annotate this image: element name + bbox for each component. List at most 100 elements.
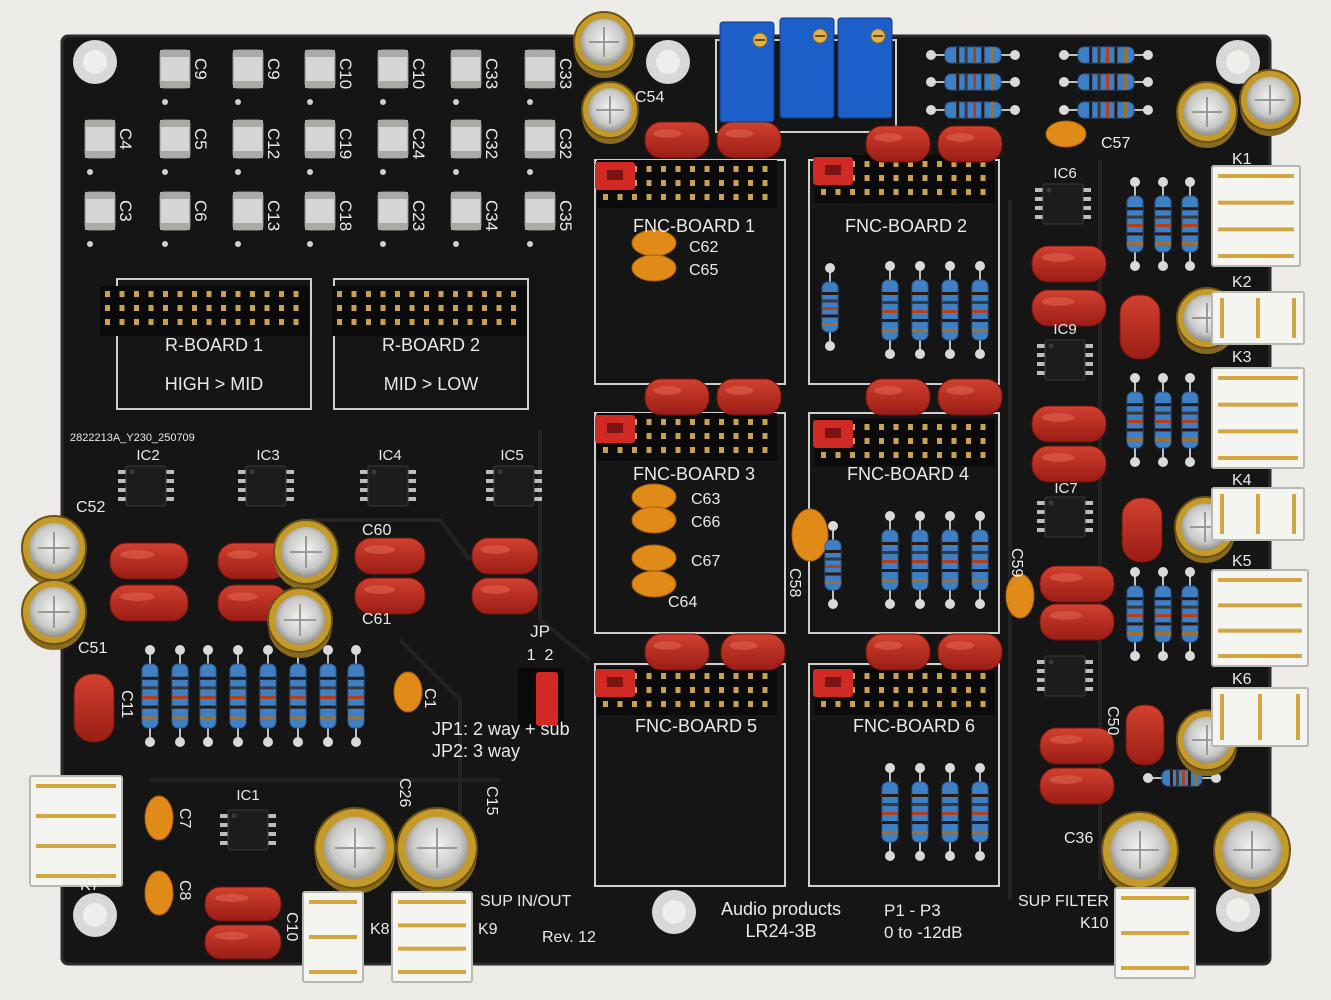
- connector-k3[interactable]: [1211, 367, 1305, 469]
- smd-capacitor: C33: [524, 49, 575, 105]
- cap-ref-label: C58: [786, 568, 803, 597]
- smd-capacitor: C12: [232, 119, 283, 175]
- trimmer-potentiometer-3[interactable]: [837, 17, 893, 119]
- connector-k2[interactable]: [1211, 291, 1305, 345]
- smd-cap-label: C9: [191, 58, 210, 80]
- jp-jumper: [518, 668, 564, 728]
- resistor: [1059, 46, 1153, 64]
- cap-ref-label: C10: [283, 912, 300, 941]
- ceramic-capacitor: [1005, 573, 1035, 619]
- electrolytic-capacitor: [1176, 81, 1238, 148]
- ic-chip: [118, 465, 174, 507]
- film-capacitor: [1039, 727, 1115, 765]
- connector-label: K6: [1232, 671, 1252, 688]
- film-capacitor: [644, 633, 710, 671]
- fnc-board-1-label: FNC-BOARD 1: [633, 216, 755, 236]
- ic-label: IC1: [236, 787, 259, 804]
- cap-ref-label: C26: [396, 778, 413, 807]
- ceramic-capacitor: [631, 570, 677, 598]
- connector-label: K3: [1232, 349, 1252, 366]
- ic-chip: [1037, 655, 1093, 697]
- serial-number: 2822213A_Y230_250709: [70, 432, 195, 444]
- cap-ref-label: C11: [118, 690, 135, 718]
- resistor: [1154, 373, 1172, 467]
- fnc-board-1-header: [595, 160, 777, 208]
- film-capacitor: [720, 633, 786, 671]
- connector-k9[interactable]: [391, 891, 473, 983]
- smd-cap-label: C33: [482, 58, 501, 89]
- film-capacitor: [865, 633, 931, 671]
- connector-label: K10: [1080, 915, 1109, 932]
- trimmer-potentiometer-1[interactable]: [719, 21, 775, 123]
- sup-filter-label: SUP FILTER: [1018, 893, 1109, 910]
- connector-label: K9: [478, 921, 498, 938]
- cap-ref-label: C57: [1101, 135, 1130, 152]
- film-capacitor: [204, 924, 282, 960]
- cap-ref-label: C52: [76, 499, 105, 516]
- ic-chip: [360, 465, 416, 507]
- film-capacitor: [644, 378, 710, 416]
- film-capacitor: [354, 577, 426, 615]
- electrolytic-capacitor: [314, 807, 396, 894]
- smd-capacitor: C32: [524, 119, 575, 175]
- film-capacitor: [109, 542, 189, 580]
- connector-k10[interactable]: [1114, 887, 1196, 979]
- electrolytic-capacitor: [573, 11, 635, 78]
- cap-ref-label: C59: [1008, 548, 1025, 577]
- electrolytic-capacitor: [21, 515, 87, 586]
- film-capacitor: [937, 378, 1003, 416]
- ceramic-capacitor: [631, 254, 677, 282]
- resistor: [1181, 177, 1199, 271]
- ceramic-capacitor: [144, 870, 174, 916]
- smd-cap-label: C3: [116, 200, 135, 222]
- smd-capacitor: C13: [232, 191, 283, 247]
- connector-k7[interactable]: [29, 775, 123, 887]
- revision-label: Rev. 12: [542, 929, 596, 946]
- connector-k4[interactable]: [1211, 487, 1305, 541]
- smd-capacitor: C33: [450, 49, 501, 105]
- electrolytic-capacitor: [1213, 811, 1291, 894]
- fnc-board-3-label: FNC-BOARD 3: [633, 464, 755, 484]
- ceramic-capacitor: [1045, 120, 1087, 148]
- connector-label: K4: [1232, 472, 1252, 489]
- electrolytic-capacitor: [396, 807, 478, 894]
- smd-capacitor: C10: [304, 49, 355, 105]
- resistor: [141, 645, 159, 747]
- connector-k1[interactable]: [1211, 165, 1301, 267]
- film-capacitor: [217, 542, 289, 580]
- resistor: [881, 261, 899, 359]
- smd-capacitor: C5: [159, 119, 210, 175]
- cap-ref-label: C15: [483, 786, 500, 815]
- ic-label: IC4: [378, 447, 401, 464]
- cap-ref-label: C7: [176, 808, 193, 829]
- r-board-2-name: R-BOARD 2: [382, 335, 480, 355]
- connector-k5[interactable]: [1211, 569, 1309, 667]
- jp-jumper-shunt[interactable]: [536, 672, 558, 726]
- film-capacitor: [354, 537, 426, 575]
- jp2-note: JP2: 3 way: [432, 741, 520, 761]
- cap-ref-label: C54: [635, 89, 664, 106]
- smd-capacitor: C34: [450, 191, 501, 247]
- mounting-holes: [73, 40, 1260, 937]
- electrolytic-capacitor: [581, 81, 639, 144]
- connector-k8[interactable]: [302, 891, 364, 983]
- film-capacitor: [471, 537, 539, 575]
- smd-cap-label: C9: [264, 58, 283, 80]
- film-capacitor: [1121, 497, 1163, 563]
- resistor: [911, 261, 929, 359]
- cap-ref-label: C8: [176, 880, 193, 901]
- fnc-board-5-header: [595, 667, 777, 715]
- fnc-board-4-header: [813, 418, 995, 466]
- electrolytic-capacitor: [21, 579, 87, 650]
- resistor: [824, 521, 842, 609]
- trimmer-potentiometer-2[interactable]: [779, 17, 835, 119]
- resistor: [1181, 373, 1199, 467]
- resistor: [971, 261, 989, 359]
- smd-cap-label: C4: [116, 128, 135, 150]
- ic-chip: [1037, 339, 1093, 381]
- connector-k6[interactable]: [1211, 687, 1309, 747]
- resistor: [941, 763, 959, 861]
- ceramic-capacitor: [631, 483, 677, 511]
- film-capacitor: [716, 378, 782, 416]
- smd-capacitor: C3: [84, 191, 135, 247]
